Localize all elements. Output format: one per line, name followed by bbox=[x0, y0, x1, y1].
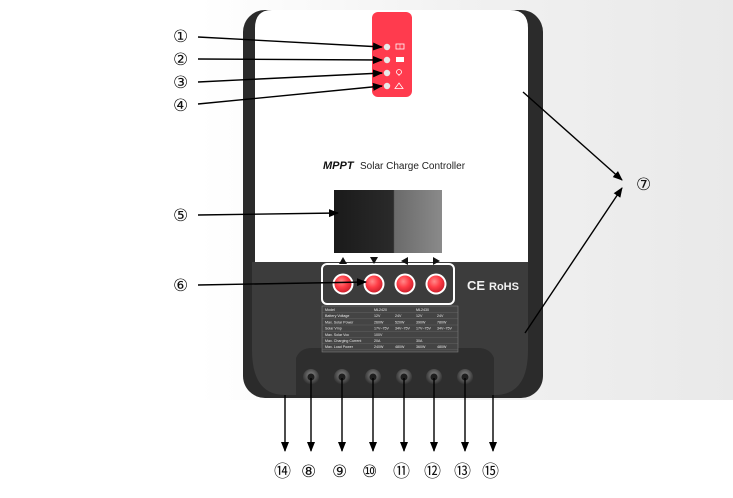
product-title: Solar Charge Controller bbox=[360, 161, 466, 172]
spec-cell: 480W bbox=[395, 345, 405, 349]
callout-3: ③ bbox=[173, 73, 188, 93]
callout-13: ⑬ bbox=[454, 462, 471, 482]
indicator-led-4 bbox=[383, 82, 391, 90]
indicator-led-1 bbox=[383, 43, 391, 51]
control-button-3[interactable] bbox=[394, 273, 416, 295]
spec-cell: 34V~75V bbox=[395, 327, 410, 331]
terminal-gland-4 bbox=[396, 369, 412, 385]
callout-7: ⑦ bbox=[636, 175, 651, 195]
right-arrow-icon bbox=[433, 257, 440, 265]
spec-cell: 480W bbox=[437, 345, 447, 349]
left-arrow-icon bbox=[401, 257, 408, 265]
indicator-led-2 bbox=[383, 56, 391, 64]
spec-cell: 100V bbox=[374, 333, 383, 337]
spec-cell: 260W bbox=[374, 320, 384, 324]
spec-cell: ML2420 bbox=[374, 308, 387, 312]
spec-cell: 17V~75V bbox=[374, 327, 389, 331]
button-panel bbox=[321, 263, 455, 305]
terminal-glands bbox=[303, 369, 473, 385]
callout-14: ⑭ bbox=[274, 462, 291, 482]
callout-1: ① bbox=[173, 27, 188, 47]
spec-cell: 360W bbox=[416, 345, 426, 349]
callouts: ① ② ③ ④ ⑤ ⑥ ⑦ ⑭ ⑧ ⑨ ⑩ ⑪ ⑫ ⑬ ⑮ bbox=[173, 27, 651, 482]
spec-row-label: Max. Load Power bbox=[325, 345, 354, 349]
button-arrows bbox=[339, 257, 440, 265]
rohs-mark: RoHS bbox=[489, 281, 519, 293]
indicator-strip bbox=[372, 12, 412, 97]
terminal-gland-6 bbox=[457, 369, 473, 385]
spec-row-label: Max. Solar Voc bbox=[325, 333, 349, 337]
control-button-4[interactable] bbox=[425, 273, 447, 295]
spec-cell: ML2430 bbox=[416, 308, 429, 312]
lcd-screen bbox=[334, 190, 442, 253]
ce-mark: CE bbox=[467, 278, 485, 293]
callout-11: ⑪ bbox=[393, 462, 410, 482]
spec-cell: 12V bbox=[374, 314, 381, 318]
spec-cell: 520W bbox=[395, 320, 405, 324]
leader-lines bbox=[197, 36, 623, 452]
spec-cell: 20A bbox=[374, 339, 381, 343]
spec-cell: 12V bbox=[416, 314, 423, 318]
brand-label: MPPT bbox=[323, 160, 355, 172]
spec-row-label: Max. Solar Power bbox=[325, 320, 354, 324]
spec-cell: 780W bbox=[437, 320, 447, 324]
spec-row-label: Solar Vmp bbox=[325, 327, 342, 331]
callout-12: ⑫ bbox=[424, 462, 441, 482]
spec-row-label: Model bbox=[325, 308, 335, 312]
callout-4: ④ bbox=[173, 96, 188, 116]
control-button-1[interactable] bbox=[332, 273, 354, 295]
control-button-2[interactable] bbox=[363, 273, 385, 295]
terminal-gland-1 bbox=[303, 369, 319, 385]
callout-5: ⑤ bbox=[173, 206, 188, 226]
solar-panel-icon bbox=[395, 43, 405, 50]
spec-cell: 24V bbox=[437, 314, 444, 318]
indicator-led-3 bbox=[383, 69, 391, 77]
spec-cell: 17V~75V bbox=[416, 327, 431, 331]
control-buttons bbox=[332, 273, 447, 295]
warning-icon bbox=[394, 82, 404, 89]
spec-cell: 34V~75V bbox=[437, 327, 452, 331]
callout-9: ⑨ bbox=[332, 462, 347, 482]
spec-cell: 24V bbox=[395, 314, 402, 318]
terminal-gland-2 bbox=[334, 369, 350, 385]
spec-cell: 390W bbox=[416, 320, 426, 324]
callout-15: ⑮ bbox=[482, 462, 499, 482]
controller-body bbox=[255, 10, 528, 290]
terminal-gland-5 bbox=[426, 369, 442, 385]
spec-row-label: Battery Voltage bbox=[325, 314, 349, 318]
spec-cell: 30A bbox=[416, 339, 423, 343]
callout-10: ⑩ bbox=[362, 462, 377, 482]
callout-2: ② bbox=[173, 50, 188, 70]
up-arrow-icon bbox=[339, 257, 347, 264]
callout-8: ⑧ bbox=[301, 462, 316, 482]
bulb-icon bbox=[396, 69, 402, 76]
terminal-gland-3 bbox=[365, 369, 381, 385]
indicator-leds bbox=[383, 43, 405, 90]
spec-cell: 240W bbox=[374, 345, 384, 349]
spec-row-label: Max. Charging Current bbox=[325, 339, 361, 343]
callout-6: ⑥ bbox=[173, 276, 188, 296]
battery-icon bbox=[396, 57, 404, 62]
down-arrow-icon bbox=[370, 257, 378, 264]
